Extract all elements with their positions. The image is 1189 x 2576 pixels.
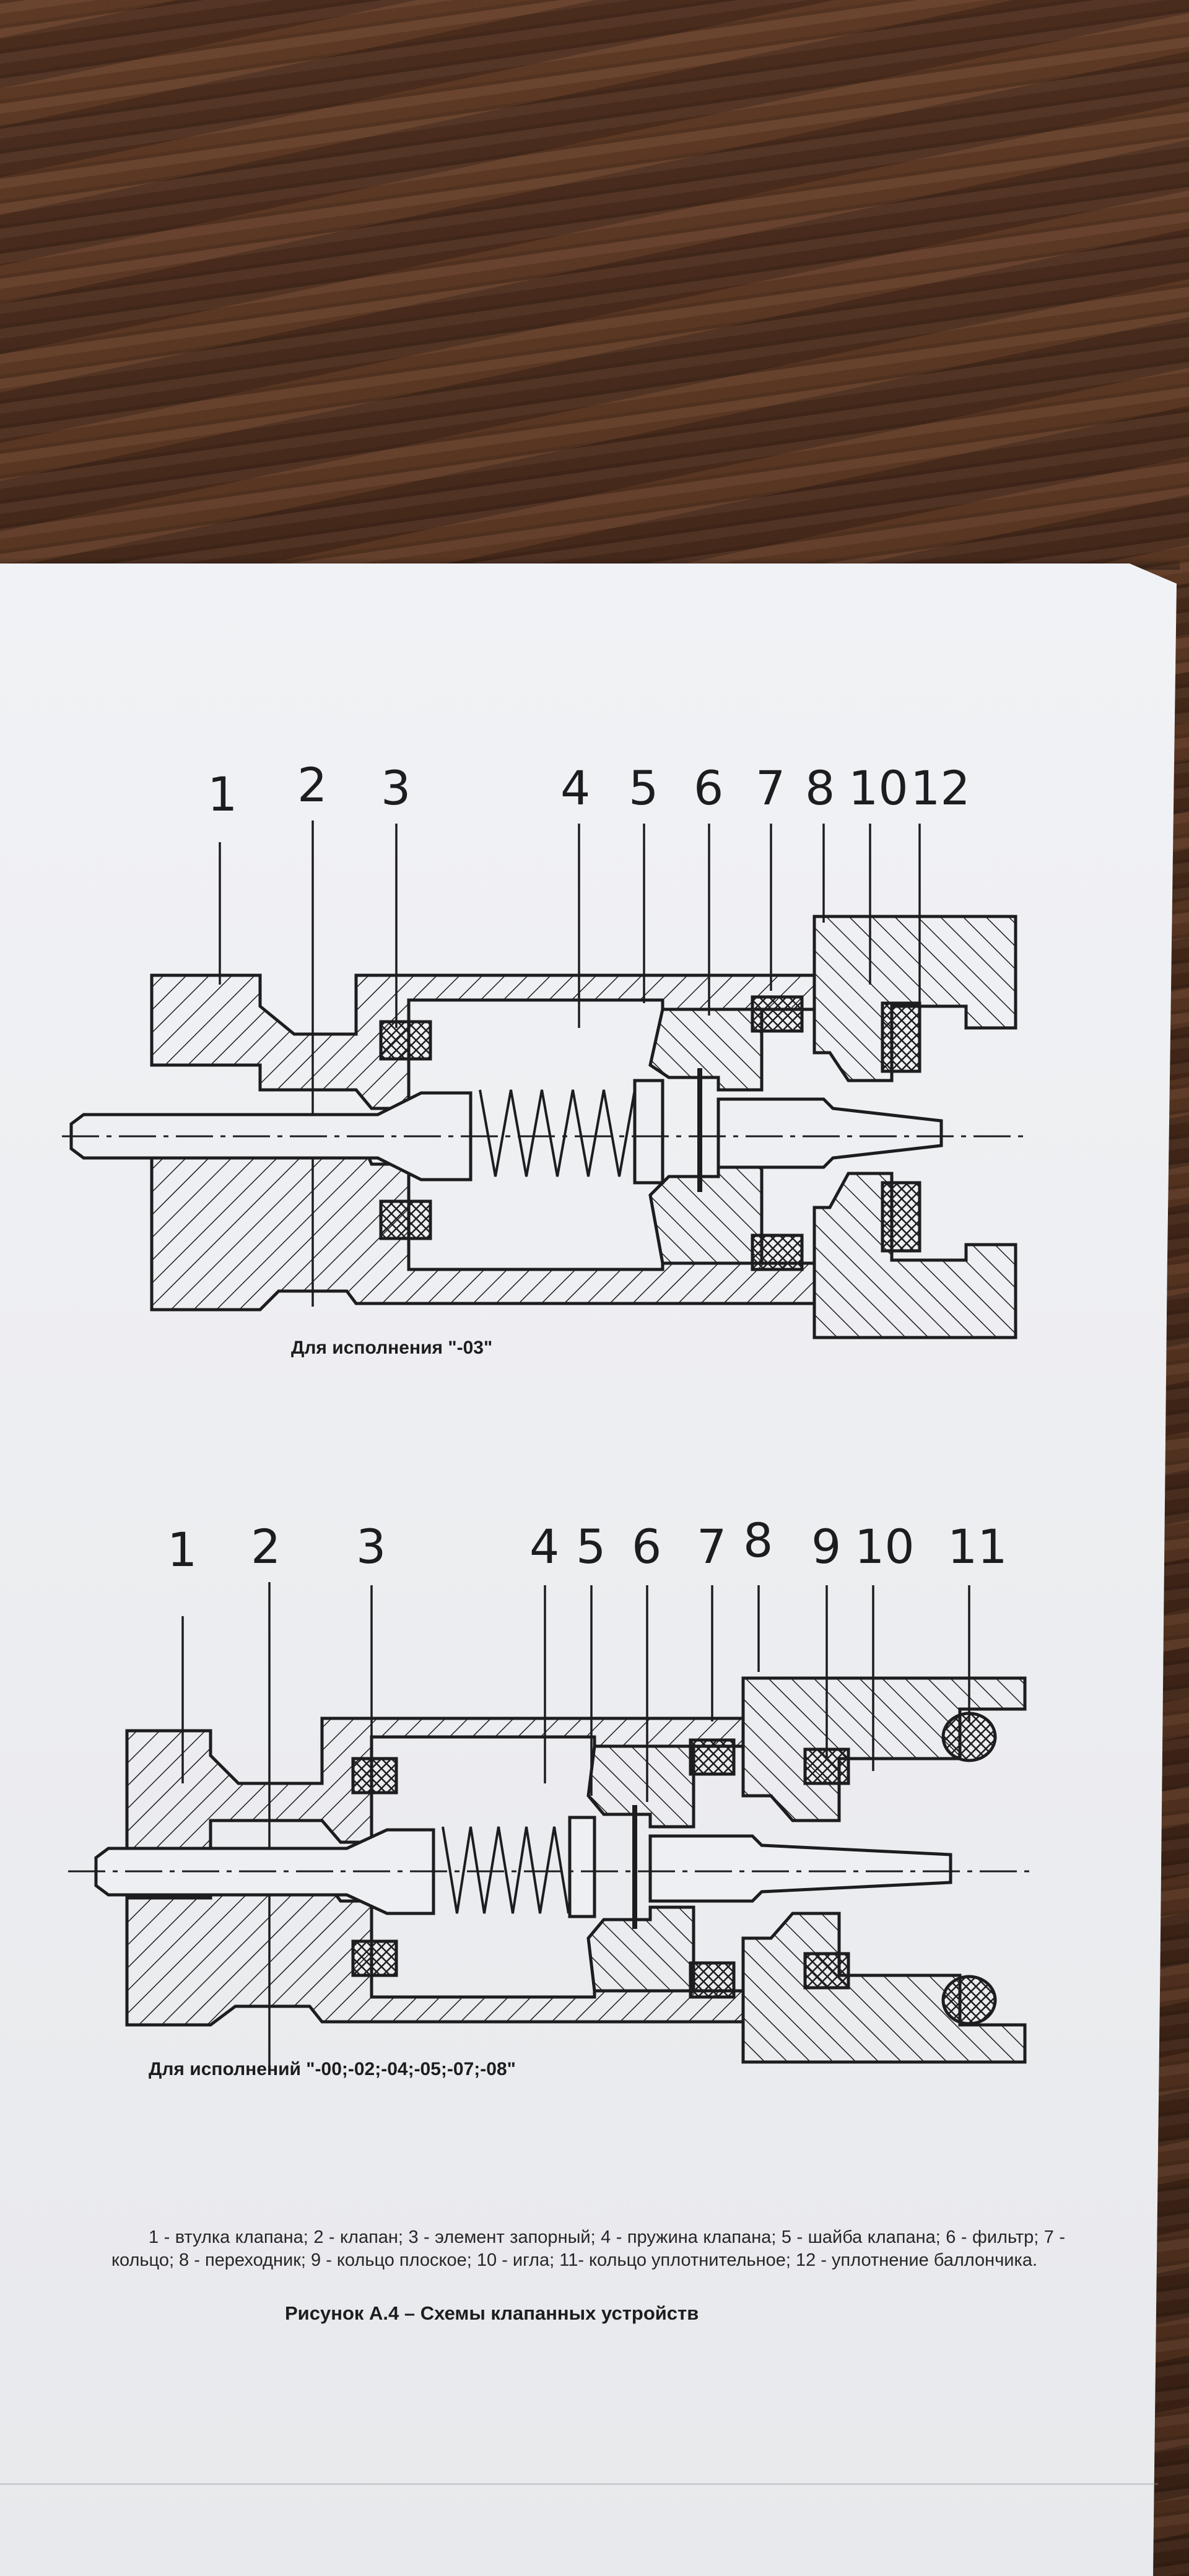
top-label-5: 5 — [629, 760, 659, 816]
bottom-label-4: 4 — [529, 1519, 560, 1574]
bottom-filter-housing — [586, 1744, 695, 1829]
figure-title: Рисунок А.4 – Схемы клапанных устройств — [285, 2302, 699, 2324]
bottom-label-9: 9 — [811, 1519, 842, 1574]
bottom-seal-ring-lower — [351, 1939, 398, 1977]
top-seal-ring-lower — [379, 1199, 432, 1240]
bottom-needle — [648, 1834, 952, 1903]
top-body-sleeve — [150, 973, 816, 1110]
bottom-ring-11-upper — [941, 1712, 997, 1762]
top-seal-12-lower — [881, 1181, 921, 1253]
top-label-10: 10 — [848, 760, 908, 816]
top-washer — [633, 1079, 664, 1185]
top-label-6: 6 — [694, 760, 724, 816]
top-filter-housing-lower — [648, 1162, 764, 1265]
bottom-body-sleeve — [125, 1717, 745, 1853]
bottom-label-7: 7 — [697, 1519, 727, 1574]
paper-fold-line — [0, 2483, 1158, 2485]
top-seal-ring-upper — [379, 1020, 432, 1061]
bottom-label-3: 3 — [356, 1519, 386, 1574]
bottom-ring-7-lower — [689, 1961, 736, 1999]
top-spring — [479, 1089, 636, 1177]
top-label-12: 12 — [910, 760, 970, 816]
top-label-2: 2 — [297, 757, 328, 812]
top-ring-7-upper — [751, 995, 804, 1033]
bottom-filter-housing-lower — [586, 1905, 695, 1993]
parts-legend: 1 - втулка клапана; 2 - клапан; 3 - элем… — [111, 2227, 1065, 2270]
bottom-ring-9-upper — [803, 1747, 850, 1785]
top-seal-12-upper — [881, 1001, 921, 1073]
bottom-label-1: 1 — [167, 1522, 198, 1577]
top-label-3: 3 — [381, 760, 411, 816]
bottom-ring-9-lower — [803, 1952, 850, 1990]
top-diagram-caption: Для исполнения "-03" — [291, 1338, 493, 1358]
bottom-adapter-lower — [741, 1912, 1027, 2064]
paper-sheet — [0, 564, 1177, 2576]
top-adapter-lower — [812, 1172, 1017, 1339]
bottom-seal-ring-upper — [351, 1757, 398, 1795]
bottom-ring-7-upper — [689, 1738, 736, 1776]
bottom-label-8: 8 — [743, 1513, 773, 1568]
bottom-washer — [568, 1816, 596, 1918]
bottom-label-5: 5 — [576, 1519, 606, 1574]
top-ring-7-lower — [751, 1234, 804, 1271]
bottom-diagram-caption: Для исполнений "-00;-02;-04;-05;-07;-08" — [149, 2059, 516, 2079]
top-needle — [716, 1097, 943, 1169]
bottom-label-6: 6 — [632, 1519, 662, 1574]
top-label-7: 7 — [756, 760, 786, 816]
top-label-1: 1 — [207, 767, 238, 822]
bottom-valve-diagram — [68, 1582, 1034, 2074]
top-valve-diagram — [62, 820, 1028, 1339]
top-filter-housing — [648, 1007, 764, 1092]
top-label-8: 8 — [805, 760, 835, 816]
bottom-spring — [442, 1826, 570, 1914]
bottom-label-11: 11 — [947, 1519, 1008, 1574]
bottom-label-10: 10 — [855, 1519, 915, 1574]
bottom-ring-11-lower — [941, 1975, 997, 2026]
bottom-label-2: 2 — [251, 1519, 281, 1574]
top-valve-stem — [69, 1091, 473, 1181]
top-label-4: 4 — [560, 760, 591, 816]
